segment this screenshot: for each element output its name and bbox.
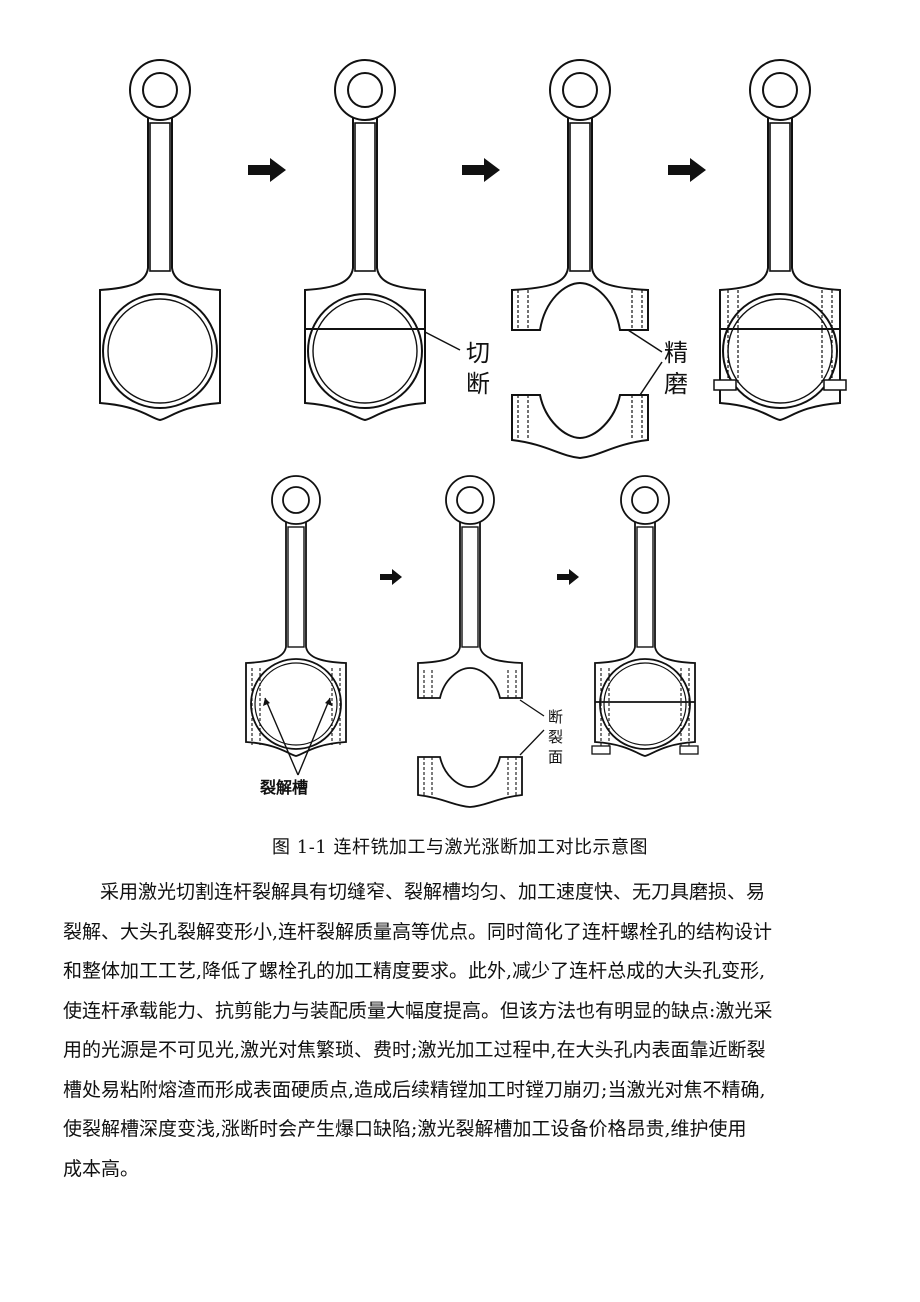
paragraph-line: 裂解、大头孔裂解变形小,连杆裂解质量高等优点。同时简化了连杆螺栓孔的结构设计 bbox=[63, 920, 773, 943]
arrow-right-icon bbox=[248, 158, 286, 182]
top-rod-2-cut bbox=[304, 59, 426, 421]
label-cut-1: 切 bbox=[466, 339, 490, 367]
figure-drawing: 切 断 精 磨 裂解槽 断 裂 面 bbox=[99, 59, 847, 808]
arrow-right-icon bbox=[668, 158, 706, 182]
paragraph-line: 成本高。 bbox=[63, 1157, 140, 1180]
label-fracture-2: 裂 bbox=[548, 728, 563, 746]
arrow-right-icon bbox=[380, 569, 402, 585]
bottom-rod-3-assembled bbox=[591, 475, 699, 757]
figure-caption: 图 1-1 连杆铣加工与激光涨断加工对比示意图 bbox=[272, 837, 648, 858]
body-paragraph: 采用激光切割连杆裂解具有切缝窄、裂解槽均匀、加工速度快、无刀具磨损、易 裂解、大… bbox=[63, 873, 882, 1189]
label-fracture-1: 断 bbox=[548, 708, 563, 726]
top-rod-1 bbox=[99, 59, 221, 421]
label-fracture-3: 面 bbox=[548, 748, 563, 766]
label-groove: 裂解槽 bbox=[259, 778, 308, 797]
paragraph-line: 用的光源是不可见光,激光对焦繁琐、费时;激光加工过程中,在大头孔内表面靠近断裂 bbox=[63, 1039, 766, 1061]
paragraph-line: 采用激光切割连杆裂解具有切缝窄、裂解槽均匀、加工速度快、无刀具磨损、易 bbox=[100, 881, 766, 903]
label-cut-2: 断 bbox=[466, 370, 490, 398]
paragraph-line: 使裂解槽深度变浅,涨断时会产生爆口缺陷;激光裂解槽加工设备价格昂贵,维护使用 bbox=[63, 1118, 747, 1140]
paragraph-line: 和整体加工工艺,降低了螺栓孔的加工精度要求。此外,减少了连杆总成的大头孔变形, bbox=[63, 960, 766, 982]
comparison-figure: 切 断 精 磨 裂解槽 断 裂 面 bbox=[99, 59, 847, 808]
paragraph-line: 槽处易粘附熔渣而形成表面硬质点,造成后续精镗加工时镗刀崩刃;当激光对焦不精确, bbox=[63, 1078, 766, 1101]
label-grind-2: 磨 bbox=[664, 370, 688, 398]
bottom-rod-2-fractured bbox=[417, 475, 523, 808]
top-rod-3-split bbox=[511, 59, 649, 460]
paragraph-line: 使连杆承载能力、抗剪能力与装配质量大幅度提高。但该方法也有明显的缺点:激光采 bbox=[63, 999, 773, 1022]
top-rod-4-assembled bbox=[713, 59, 847, 421]
cut-leader bbox=[424, 331, 461, 351]
label-grind-1: 精 bbox=[664, 339, 688, 367]
arrow-right-icon bbox=[557, 569, 579, 585]
bottom-rod-1-groove bbox=[245, 475, 347, 757]
arrow-right-icon bbox=[462, 158, 500, 182]
